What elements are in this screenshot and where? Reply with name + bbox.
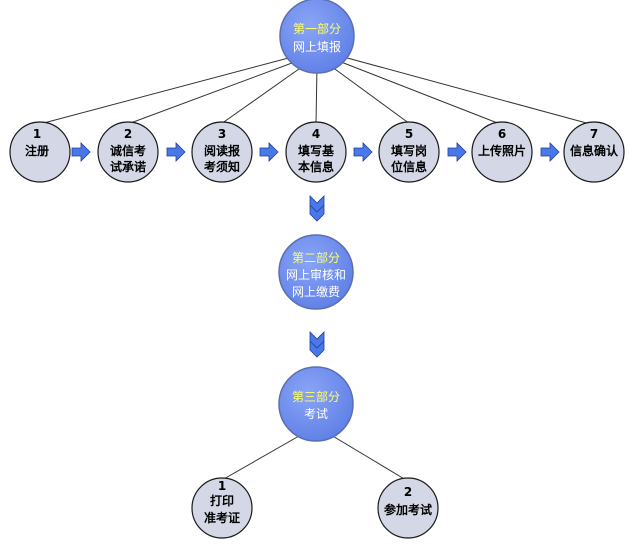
exam-step-node-1: 1 打印 准考证: [191, 477, 253, 539]
connector-lines-part1: [39, 55, 591, 125]
connector-line: [335, 59, 501, 125]
right-arrow-icon: [71, 142, 91, 162]
step-label: 填写岗: [391, 143, 427, 158]
step-label: 填写基: [298, 143, 335, 158]
step-number: 4: [312, 127, 320, 141]
right-arrow-icon: [259, 142, 279, 162]
step-node-5: 5 填写岗 位信息: [378, 121, 440, 183]
step-label: 上传照片: [478, 143, 526, 158]
part1-subtitle: 网上填报: [293, 39, 341, 54]
connector-line: [315, 65, 318, 125]
step-arrows: [71, 142, 560, 162]
step-node-7: 7 信息确认: [563, 121, 625, 183]
step-number: 2: [124, 127, 132, 141]
right-arrow-icon: [166, 142, 186, 162]
step-number: 1: [218, 479, 226, 493]
step-number: 5: [405, 127, 413, 141]
connector-line: [39, 55, 297, 125]
step-label-line2: 准考证: [204, 510, 240, 525]
part2-line3: 网上缴费: [292, 284, 340, 299]
part1-title: 第一部分: [293, 21, 341, 36]
right-arrow-icon: [353, 142, 373, 162]
part2-node: 第二部分 网上审核和 网上缴费: [278, 234, 354, 310]
step-number: 3: [218, 127, 226, 141]
connector-line: [325, 431, 407, 481]
step-number: 1: [33, 127, 41, 141]
step-label: 打印: [210, 493, 234, 508]
step-label-line2: 位信息: [391, 159, 427, 174]
step-node-2: 2 诚信考 试承诺: [97, 121, 159, 183]
step-label: 诚信考: [110, 143, 146, 158]
connector-line: [221, 431, 307, 481]
step-node-6: 6 上传照片: [471, 121, 533, 183]
right-arrow-icon: [447, 142, 467, 162]
part1-node: 第一部分 网上填报: [279, 0, 355, 74]
step-number: 2: [404, 485, 412, 499]
step-node-3: 3 阅读报 考须知: [191, 121, 253, 183]
part2-title: 第二部分: [292, 250, 340, 265]
part3-title: 第三部分: [292, 389, 340, 404]
connector-line: [339, 55, 591, 125]
connector-lines-part3: [221, 431, 407, 481]
down-arrow-icon: [309, 195, 325, 222]
connector-line: [327, 63, 411, 125]
step-number: 6: [498, 127, 506, 141]
down-arrows: [309, 195, 325, 358]
step-label-line2: 考须知: [204, 159, 240, 174]
step-number: 7: [590, 127, 598, 141]
step-node-4: 4 填写基 本信息: [285, 121, 347, 183]
part3-node: 第三部分 考试: [278, 366, 354, 442]
step-label-line2: 试承诺: [110, 159, 146, 174]
step-node-1: 1 注册: [9, 121, 71, 183]
step-label-line2: 本信息: [298, 159, 334, 174]
step-label: 参加考试: [384, 502, 432, 517]
step-label: 注册: [25, 143, 49, 158]
part3-subtitle: 考试: [304, 406, 328, 421]
connector-line: [220, 63, 307, 125]
right-arrow-icon: [540, 142, 560, 162]
connector-line: [127, 59, 301, 125]
exam-step-node-2: 2 参加考试: [377, 477, 439, 539]
part2-line2: 网上审核和: [286, 267, 346, 282]
down-arrow-icon: [309, 331, 325, 358]
step-label: 阅读报: [204, 143, 240, 158]
step-label: 信息确认: [570, 143, 619, 158]
